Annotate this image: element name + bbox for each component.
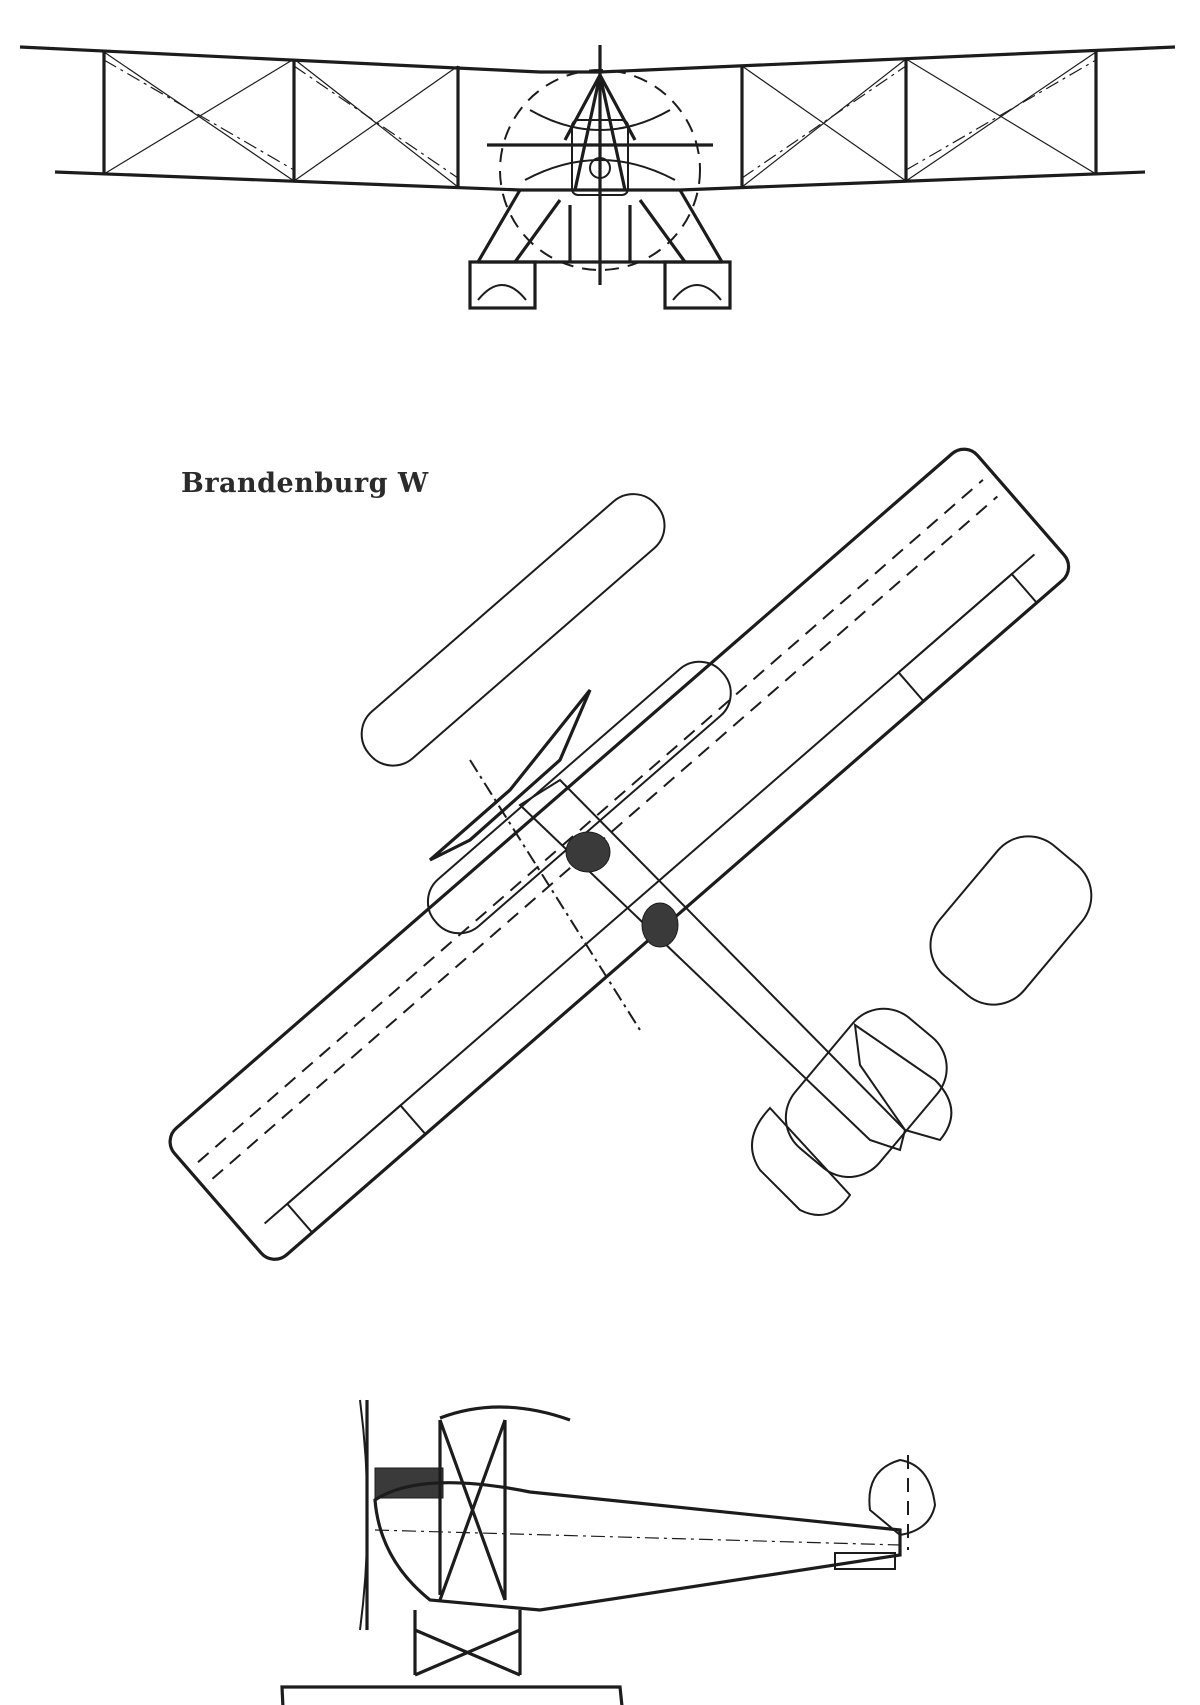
aircraft-title: Brandenburg W xyxy=(181,468,429,499)
tailplane xyxy=(784,1007,948,1178)
side-wing-struts xyxy=(438,1419,507,1601)
interplane-struts xyxy=(102,52,1098,187)
float-plan-left xyxy=(360,493,666,767)
front-view xyxy=(19,45,1176,310)
side-fin xyxy=(868,1458,937,1537)
front-cockpit xyxy=(565,831,611,873)
float-plan-right xyxy=(426,660,732,935)
side-fuselage xyxy=(373,1481,902,1612)
main-wing-plan xyxy=(168,447,1071,1261)
floats-front xyxy=(468,260,732,310)
side-view xyxy=(280,1399,937,1705)
tailplane-left xyxy=(751,1106,852,1216)
tailplane-right xyxy=(853,1022,953,1142)
engine-outline xyxy=(571,119,629,196)
bracing-wires xyxy=(103,51,1097,188)
fuselage-plan xyxy=(518,778,907,1152)
side-upper-wing xyxy=(439,1405,571,1422)
float-struts xyxy=(476,189,724,263)
rear-cockpit xyxy=(641,902,679,948)
side-main-float xyxy=(280,1685,624,1705)
cabane-struts xyxy=(563,74,637,191)
aileron-left xyxy=(285,1104,427,1234)
plan-view xyxy=(168,447,1093,1261)
tail-float xyxy=(834,1552,896,1570)
upper-wing xyxy=(19,45,1176,74)
aileron-right xyxy=(897,572,1039,703)
